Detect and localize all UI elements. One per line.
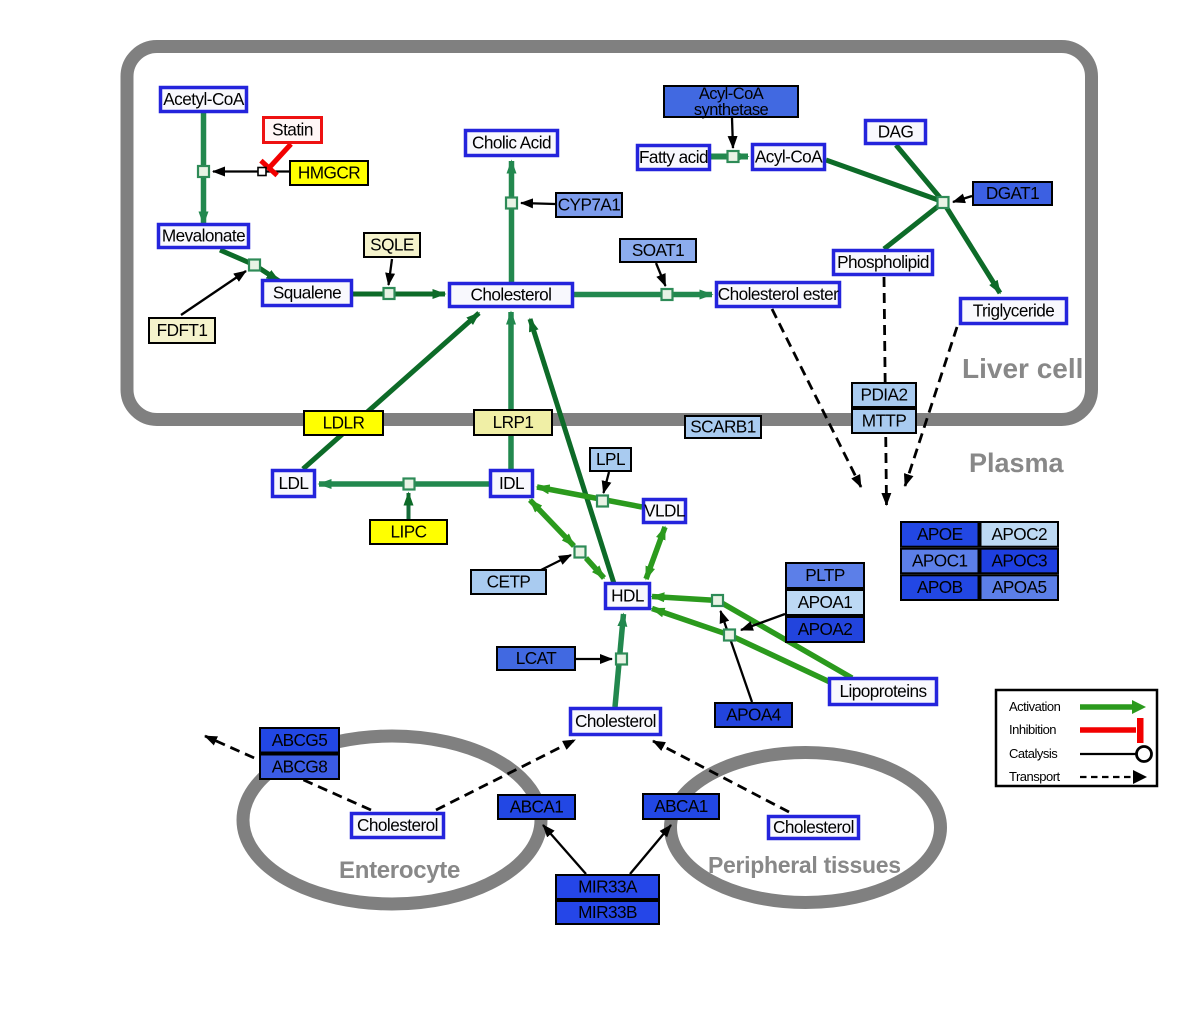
svg-text:Cholesterol: Cholesterol [773,817,854,837]
svg-text:synthetase: synthetase [694,101,769,119]
svg-text:SQLE: SQLE [370,235,414,255]
svg-text:Cholesterol: Cholesterol [471,285,552,305]
svg-text:Statin: Statin [272,120,313,140]
svg-text:Acyl-CoA: Acyl-CoA [755,147,823,167]
svg-text:Cholic Acid: Cholic Acid [472,133,551,153]
svg-text:MTTP: MTTP [862,411,907,431]
svg-text:Phospholipid: Phospholipid [837,252,929,272]
svg-text:Enterocyte: Enterocyte [339,857,460,884]
svg-text:ABCG5: ABCG5 [272,730,328,750]
svg-text:Peripheral tissues: Peripheral tissues [708,852,901,878]
svg-text:APOE: APOE [917,524,963,544]
svg-text:Mevalonate: Mevalonate [162,226,245,246]
svg-text:FDFT1: FDFT1 [157,320,208,340]
svg-text:SCARB1: SCARB1 [690,417,755,437]
svg-text:IDL: IDL [499,473,524,493]
svg-text:APOA1: APOA1 [798,592,853,612]
svg-text:Plasma: Plasma [969,448,1065,478]
svg-text:Cholesterol: Cholesterol [357,815,438,835]
svg-text:APOA4: APOA4 [726,705,782,725]
svg-text:DAG: DAG [878,122,914,142]
svg-text:ABCA1: ABCA1 [654,796,708,816]
svg-text:Lipoproteins: Lipoproteins [839,681,926,701]
svg-text:PDIA2: PDIA2 [861,385,908,405]
svg-text:APOC1: APOC1 [912,551,968,571]
svg-text:Acetyl-CoA: Acetyl-CoA [163,89,245,109]
svg-text:HDL: HDL [611,586,644,606]
svg-text:LIPC: LIPC [390,522,426,542]
svg-text:Liver cell: Liver cell [962,353,1083,384]
svg-text:Activation: Activation [1009,699,1061,714]
svg-text:SOAT1: SOAT1 [632,240,684,260]
svg-text:MIR33B: MIR33B [578,902,637,922]
svg-text:Acyl-CoA: Acyl-CoA [699,85,764,103]
svg-text:HMGCR: HMGCR [298,163,360,183]
svg-text:LCAT: LCAT [516,648,558,668]
svg-text:APOA2: APOA2 [798,619,853,639]
svg-text:Catalysis: Catalysis [1009,746,1058,761]
svg-text:Fatty acid: Fatty acid [639,147,708,167]
svg-text:Inhibition: Inhibition [1009,722,1056,737]
svg-text:ABCG8: ABCG8 [272,756,328,776]
svg-text:Transport: Transport [1009,769,1061,784]
svg-text:Cholesterol ester: Cholesterol ester [718,284,839,304]
svg-text:Cholesterol: Cholesterol [575,711,656,731]
svg-text:MIR33A: MIR33A [578,877,638,897]
svg-text:APOA5: APOA5 [992,577,1047,597]
svg-text:CETP: CETP [487,572,531,592]
svg-text:APOC3: APOC3 [991,551,1047,571]
svg-text:LRP1: LRP1 [493,412,534,432]
svg-text:LPL: LPL [596,449,625,469]
svg-text:ABCA1: ABCA1 [510,797,564,817]
svg-text:DGAT1: DGAT1 [986,183,1039,203]
svg-text:VLDL: VLDL [644,501,685,521]
svg-text:Triglyceride: Triglyceride [973,301,1055,321]
svg-text:APOB: APOB [917,577,963,597]
svg-text:CYP7A1: CYP7A1 [558,195,621,215]
svg-text:LDL: LDL [279,473,309,493]
svg-text:APOC2: APOC2 [991,524,1047,544]
svg-text:PLTP: PLTP [805,565,845,585]
svg-text:LDLR: LDLR [323,413,365,433]
svg-text:Squalene: Squalene [273,283,341,303]
